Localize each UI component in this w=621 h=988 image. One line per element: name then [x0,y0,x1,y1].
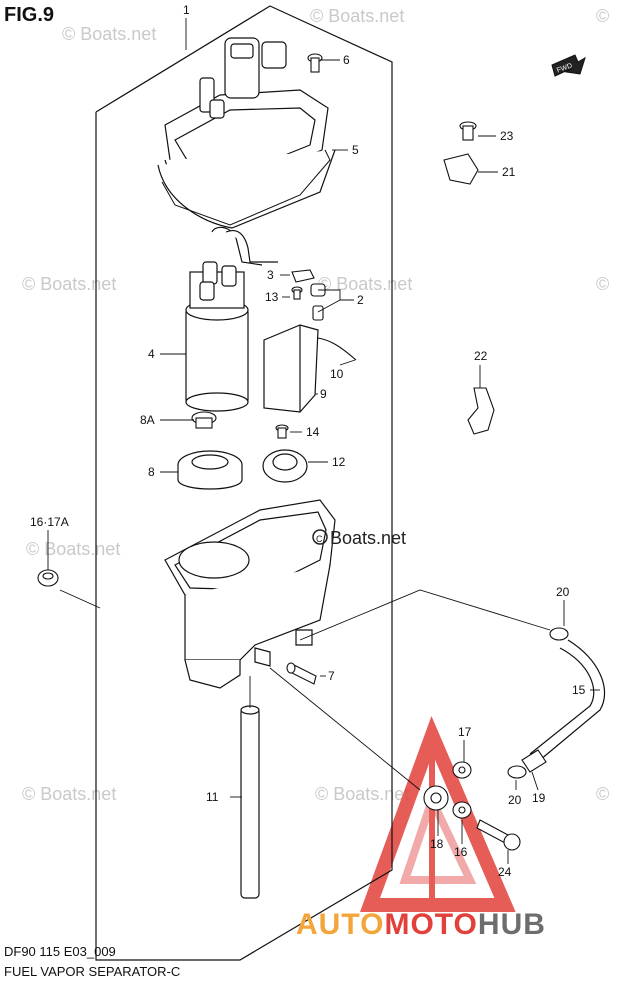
part-4-fuel-pump [185,226,278,412]
watermark-text: © Boats.net [62,24,156,44]
watermark-text: © Boats.net [310,6,404,26]
part-12-pressure-regulator [262,449,308,483]
callout-23: 23 [500,129,514,143]
part-13-screw [291,286,303,300]
watermark-text: © Boats.net [318,274,412,294]
part-8a-grommet [191,411,217,429]
boats-net-logo: C Boats.net [312,528,406,548]
callout-13: 13 [265,290,279,304]
part-19-connector [521,749,547,773]
callout-7: 7 [328,669,335,683]
callout-20-lower: 20 [508,793,522,807]
callout-16-17a: 16·17A [30,515,69,529]
part-6-screw [307,53,323,73]
watermark-text: © [596,784,609,804]
callout-3: 3 [267,268,274,282]
callout-20-upper: 20 [556,585,570,599]
fwd-arrow-icon: FWD [551,54,586,77]
callout-21: 21 [502,165,516,179]
part-21-clamp [443,153,479,185]
brand-moto: MOTO [384,908,478,941]
leader-lines [47,18,600,864]
watermark-text: © [596,6,609,26]
figure-code: DF90 115 E03_009 [4,944,116,959]
part-17-washer [452,761,472,779]
callout-2: 2 [357,293,364,307]
assembly-frame [95,5,393,961]
brand-hub: HUB [477,908,546,941]
callout-1: 1 [183,3,190,17]
callout-5: 5 [352,143,359,157]
part-8-pump-holder [177,450,243,490]
watermark-text: © [596,274,609,294]
fuel-vapor-separator-body [164,499,336,689]
part-18-grommet [423,785,449,811]
watermark-text: © Boats.net [315,784,409,804]
part-11-hose [240,705,260,899]
watermark-text: © Boats.net [22,274,116,294]
part-23-bolt [459,121,477,141]
callout-12: 12 [332,455,346,469]
callout-10: 10 [330,367,344,381]
svg-text:C: C [316,534,323,544]
part-2-filter [310,283,326,321]
part-10-wire [317,337,357,361]
callout-16: 16 [454,845,468,859]
callout-11: 11 [206,790,219,804]
part-24-bolt [476,819,521,851]
part-15-hose [529,639,606,761]
brand-triangle-logo [359,716,516,912]
part-9-filter-holder [263,324,319,413]
callout-14: 14 [306,425,320,439]
callout-4: 4 [148,347,155,361]
callout-15: 15 [572,683,586,697]
figure-name: FUEL VAPOR SEPARATOR-C [4,964,181,979]
part-16-washer [452,801,472,819]
part-16-17a-mount [37,569,59,587]
callout-17: 17 [458,725,472,739]
watermark-text: © Boats.net [22,784,116,804]
automotohub-brand: AUTOMOTOHUB [296,908,546,942]
part-3-bracket [291,269,315,283]
part-7-screw [286,662,317,685]
callout-19: 19 [532,791,546,805]
callout-8: 8 [148,465,155,479]
callout-8a: 8A [140,413,155,427]
part-20-clip-upper [549,627,569,641]
part-5-gasket [161,149,331,226]
figure-title: FIG.9 [4,4,55,26]
part-14-screw [275,424,289,439]
watermark-text: © Boats.net [26,539,120,559]
callout-labels: 1 6 5 23 21 3 13 2 4 22 10 9 8A 14 8 12 … [30,3,586,879]
part-22-clip [467,387,495,435]
watermarks: © Boats.net © Boats.net © Boats.net © Bo… [22,6,609,804]
callout-18: 18 [430,837,444,851]
callout-22: 22 [474,349,488,363]
part-20-clip-lower [507,765,527,779]
part-1-cover-assembly [157,37,336,229]
callout-6: 6 [343,53,350,67]
brand-auto: AUTO [296,908,385,941]
callout-24: 24 [498,865,512,879]
callout-9: 9 [320,387,327,401]
boats-net-text: Boats.net [330,528,406,548]
